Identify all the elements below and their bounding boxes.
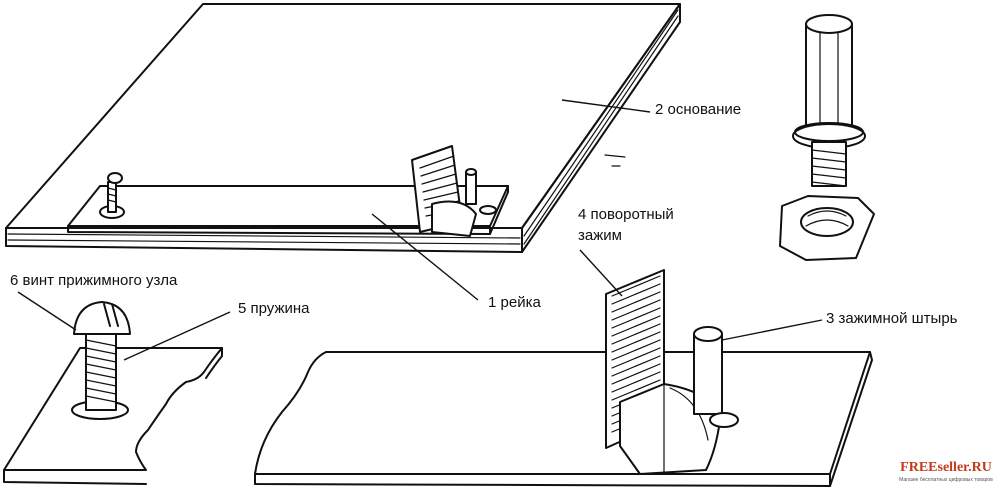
pin-label: 3 зажимной штырь — [826, 310, 958, 327]
watermark-brand: FREEseller.RU — [900, 460, 992, 475]
base-board — [5, 3, 681, 253]
small-screw — [99, 172, 125, 219]
clamp-label: 4 поворотный зажим — [578, 204, 674, 246]
pin-nut-detail — [779, 14, 875, 261]
rail — [67, 185, 509, 235]
small-clamp — [411, 145, 497, 237]
screw-label: 6 винт прижимного узла — [10, 272, 178, 289]
clamp-detail — [254, 269, 873, 487]
spring-label: 5 пружина — [238, 300, 310, 317]
base-label: 2 основание — [655, 101, 742, 118]
watermark: FREEseller.RU Магазин бесплатных цифровы… — [898, 460, 994, 483]
screw-spring-detail — [3, 301, 223, 485]
leader-lines — [17, 99, 823, 361]
watermark-tagline: Магазин бесплатных цифровых товаров — [899, 477, 993, 483]
clamp-label-line2: зажим — [578, 227, 622, 244]
rail-label: 1 рейка — [488, 294, 541, 311]
clamp-label-line1: 4 поворотный — [578, 206, 674, 223]
